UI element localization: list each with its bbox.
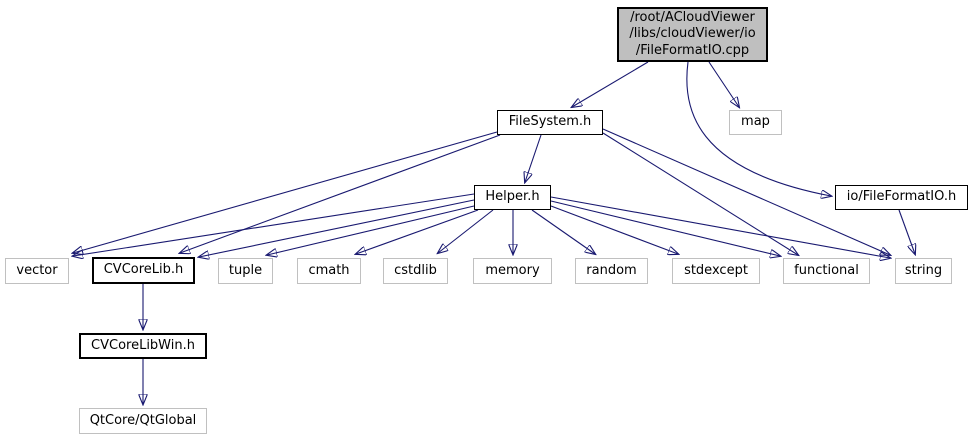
node-vector: vector [5,258,69,284]
node-stdexcept: stdexcept [672,258,760,284]
edge-helper-tuple [267,205,475,255]
node-functional: functional [783,258,870,284]
node-random: random [575,258,648,284]
edge-helper-random [531,209,595,254]
edge-filesystem-string [602,128,890,255]
edge-root-fileformatio [686,61,831,196]
edge-filesystem-functional [602,132,798,255]
node-string: string [895,258,952,284]
node-cstdlib: cstdlib [383,258,448,284]
node-fileformatio-cpp: /root/ACloudViewer /libs/cloudViewer/io … [617,7,768,62]
edge-root-filesystem [572,61,649,107]
edge-filesystem-cvcorelib [180,134,501,253]
node-filesystem-h[interactable]: FileSystem.h [497,110,603,135]
node-io-fileformatio-h[interactable]: io/FileFormatIO.h [835,185,968,210]
node-map: map [729,110,782,135]
edge-filesystem-helper [525,134,542,182]
node-tuple: tuple [218,258,273,284]
edge-helper-functional [550,200,780,256]
edge-helper-cstdlib [438,209,494,253]
node-cvcorelib-h[interactable]: CVCoreLib.h [92,257,195,284]
edge-helper-stdexcept [550,205,678,254]
node-helper-h[interactable]: Helper.h [474,185,551,210]
edge-helper-vector [73,193,475,256]
node-cmath: cmath [297,258,361,284]
node-memory: memory [473,258,552,284]
edge-fileformatio-string [898,209,915,254]
edge-helper-cvcorelib [199,199,475,257]
edge-root-map [708,61,739,107]
node-cvcorelibwin-h[interactable]: CVCoreLibWin.h [79,333,207,359]
node-qtcore-qtglobal: QtCore/QtGlobal [79,408,207,434]
edge-helper-string [550,196,890,258]
edge-helper-cmath [356,209,479,254]
edge-filesystem-vector [73,131,498,253]
